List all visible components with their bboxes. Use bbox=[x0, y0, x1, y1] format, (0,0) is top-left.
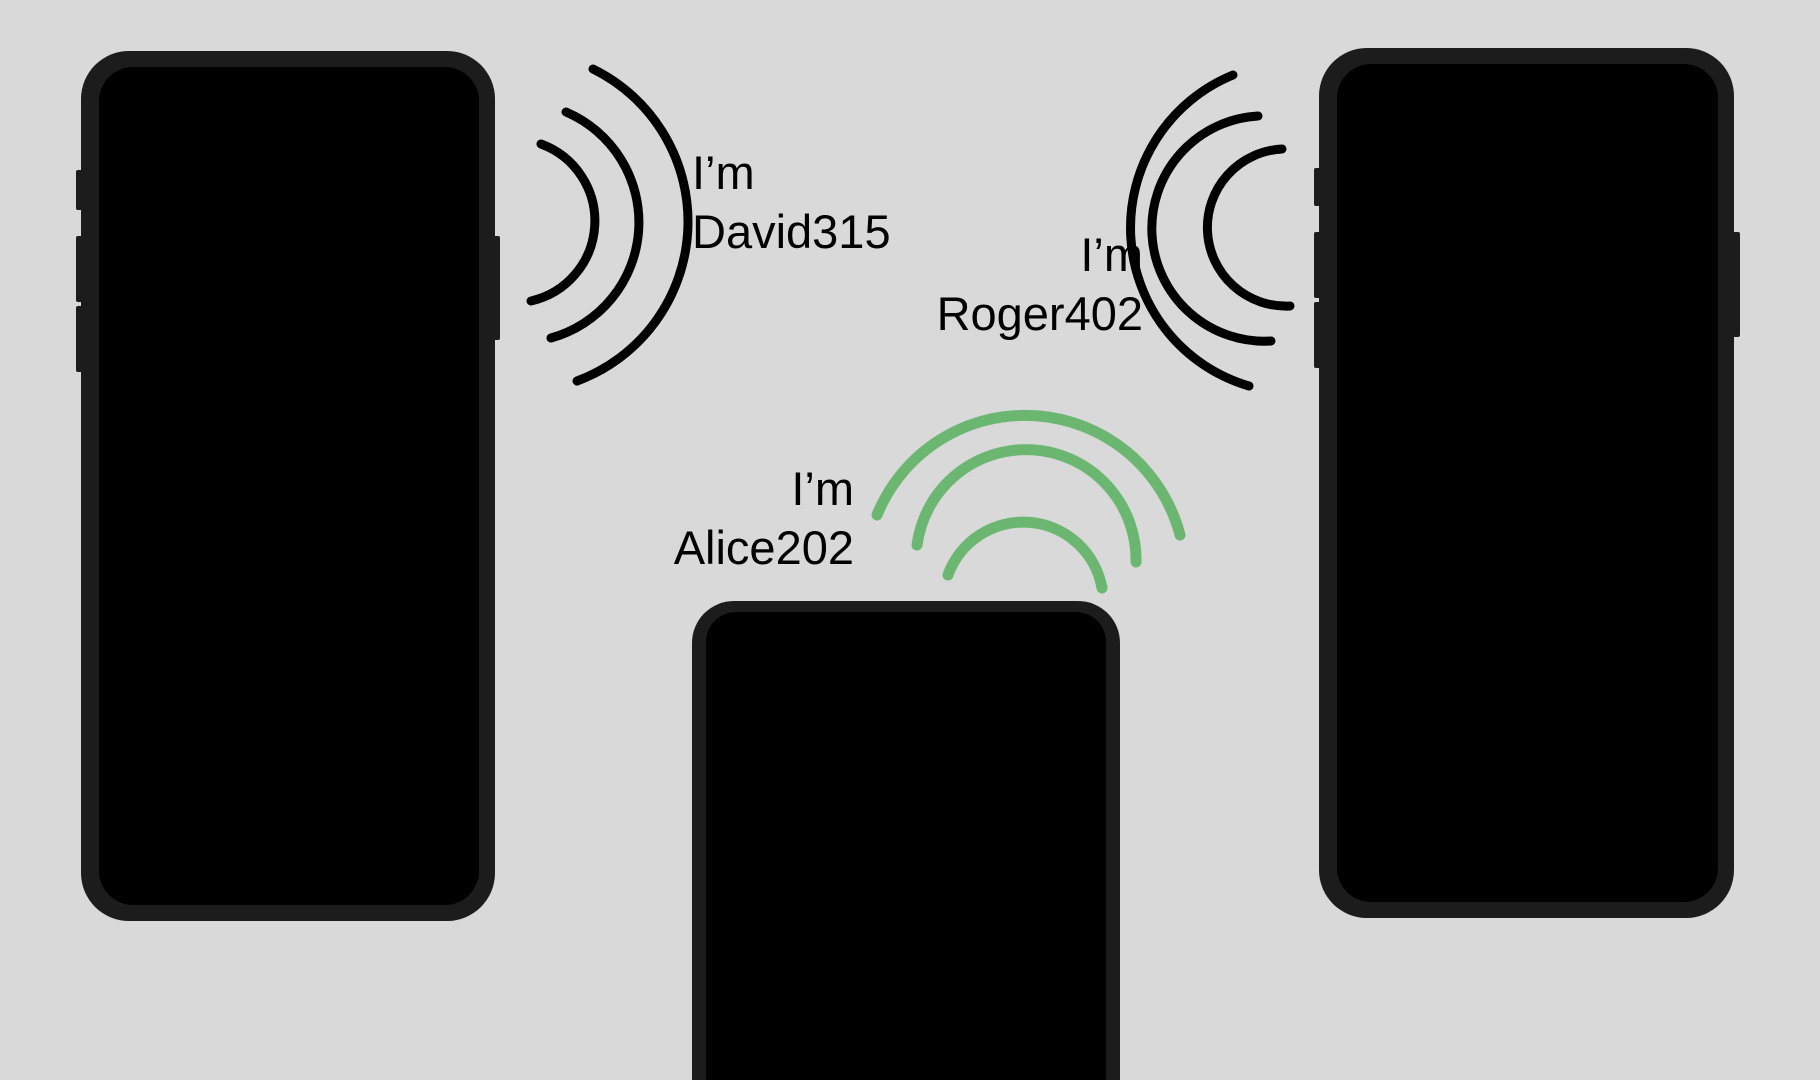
device-label-right-line1: I’m bbox=[1080, 228, 1143, 281]
device-label-bottom-name: Alice202 bbox=[673, 521, 854, 574]
wireless-signal-icon-right bbox=[1126, 70, 1295, 391]
phone-right-screen bbox=[1337, 64, 1718, 902]
signal-left-arc-1 bbox=[526, 139, 600, 306]
signal-right-arc-2 bbox=[1147, 111, 1276, 346]
device-label-left: I’m David315 bbox=[692, 143, 891, 261]
device-label-bottom-line1: I’m bbox=[791, 462, 854, 515]
device-label-right-name: Roger402 bbox=[936, 287, 1143, 340]
phone-bottom bbox=[692, 601, 1120, 1080]
wireless-signal-icon-bottom bbox=[871, 409, 1186, 594]
device-label-left-line1: I’m bbox=[692, 146, 755, 199]
signal-right-arc-3 bbox=[1126, 70, 1254, 391]
phone-right bbox=[1314, 48, 1740, 918]
phone-bottom-screen bbox=[706, 612, 1106, 1080]
device-label-left-name: David315 bbox=[692, 205, 891, 258]
signal-left-arc-2 bbox=[546, 107, 644, 343]
phone-left bbox=[76, 51, 500, 921]
wireless-signal-icon-left bbox=[526, 64, 693, 386]
signal-right-arc-1 bbox=[1202, 144, 1295, 311]
phone-left-screen bbox=[99, 67, 479, 905]
signal-bottom-arc-3 bbox=[871, 409, 1186, 541]
device-label-bottom: I’m Alice202 bbox=[674, 459, 854, 577]
signal-left-arc-3 bbox=[572, 64, 693, 386]
signal-bottom-arc-2 bbox=[911, 444, 1142, 568]
signal-bottom-arc-1 bbox=[942, 516, 1108, 594]
device-label-right: I’m Roger402 bbox=[937, 225, 1143, 343]
